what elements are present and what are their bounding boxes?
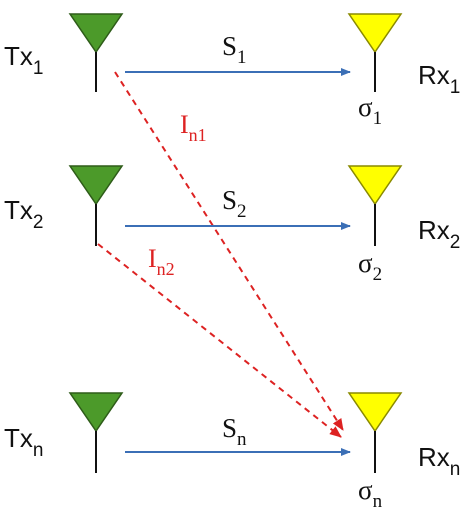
noise-label-2: σ2 [358, 248, 382, 285]
tx-label-1: Tx1 [4, 41, 43, 79]
interference-label-n1: In1 [180, 110, 207, 145]
rx-label-1: Rx1 [418, 60, 460, 98]
noise-label-1: σ1 [358, 92, 382, 129]
tx-antenna-n [68, 392, 124, 473]
rx-label-2: Rx2 [418, 215, 460, 253]
tx-antenna-1 [68, 13, 124, 92]
interference-arrow-n1 [114, 71, 344, 431]
rx-antenna-2 [347, 165, 403, 246]
tx-antenna-2 [68, 165, 124, 246]
interference-label-n2: In2 [148, 244, 175, 279]
signal-label-n: Sn [222, 413, 247, 450]
tx-label-2: Tx2 [4, 195, 43, 233]
noise-label-n: σn [358, 475, 383, 512]
rx-antenna-n [347, 392, 403, 473]
tx-label-n: Txn [4, 423, 43, 461]
interference-arrow-n2 [97, 243, 342, 438]
signal-label-2: S2 [222, 185, 247, 222]
rx-label-n: Rxn [418, 442, 460, 480]
signal-label-1: S1 [222, 31, 247, 68]
rx-antenna-1 [347, 13, 403, 92]
